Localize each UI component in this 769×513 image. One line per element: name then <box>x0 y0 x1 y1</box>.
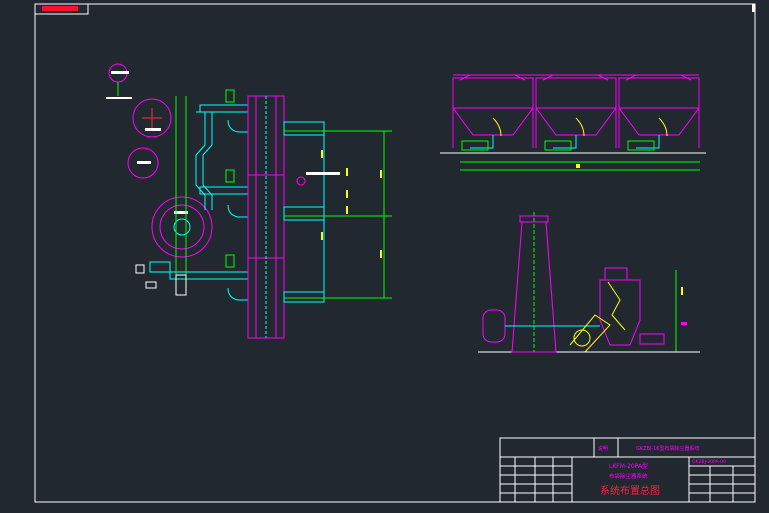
front-motor-2 <box>544 140 572 151</box>
plan-note-label <box>306 172 340 175</box>
top-tab <box>34 3 89 15</box>
tb-top-code: GKZBJ-16型布袋除尘器系统 <box>636 445 699 452</box>
plan-fan-hub <box>173 218 191 236</box>
plan-dim-text-5 <box>346 206 348 214</box>
plan-valve-1 <box>225 89 235 103</box>
front-elbow-1 <box>492 117 502 137</box>
front-pipe-1 <box>470 135 494 149</box>
title-block-frame <box>499 437 756 503</box>
plan-outlet-3 <box>283 291 325 303</box>
tb-drawing-title: 系统布置总图 <box>600 484 660 497</box>
plan-fan-inner <box>159 204 205 250</box>
plan-duct-s2 <box>202 111 213 210</box>
side-dim-text-2 <box>681 322 687 325</box>
plan-duct-h1 <box>199 104 249 113</box>
side-stack-cap <box>519 215 549 223</box>
front-elbow-3 <box>658 117 668 137</box>
plan-dim-text-4 <box>346 190 348 198</box>
side-dim-text-1 <box>681 287 683 295</box>
plan-outlet-2 <box>283 206 325 221</box>
front-elbow-2 <box>575 117 585 137</box>
side-tank <box>482 309 506 343</box>
front-pipe-2 <box>553 135 577 149</box>
tb-small-label: 说明 <box>598 445 608 452</box>
front-motor-3 <box>627 140 655 151</box>
plan-elbow-1 <box>227 119 248 133</box>
plan-view <box>106 63 392 339</box>
plan-fan-label <box>174 211 188 214</box>
plan-tank-1 <box>132 98 172 138</box>
plan-outlet-1 <box>283 121 325 136</box>
plan-marker <box>296 176 306 186</box>
plan-tank-2-label <box>137 161 151 164</box>
plan-pump-label <box>135 264 145 274</box>
plan-tank-2 <box>127 147 159 179</box>
plan-fan-outer <box>151 196 213 258</box>
side-elevation <box>478 212 700 353</box>
tb-company-label-2: 布袋除尘器系统 <box>609 472 648 480</box>
side-filter-body <box>599 279 641 346</box>
plan-dim-text-3 <box>346 168 348 176</box>
plan-duct-s <box>195 111 206 210</box>
top-right-tick <box>752 4 755 12</box>
plan-duct-h2 <box>199 186 249 195</box>
top-tab-red-mark <box>42 6 78 11</box>
side-motor <box>639 333 665 345</box>
tb-company-label: LKFM-20PA型 <box>609 462 648 470</box>
plan-filter-bank <box>247 95 285 339</box>
title-block: 说明 GKZBJ-16型布袋除尘器系统 GKZBJ-20PA-00 LKFM-2… <box>499 437 756 503</box>
plan-dim-text-6 <box>380 170 382 178</box>
plan-dim-text-1 <box>321 150 323 158</box>
plan-pump-base <box>175 274 187 296</box>
plan-valve-3 <box>225 254 235 268</box>
plan-dim-text-2 <box>321 232 323 240</box>
side-fan <box>573 329 591 347</box>
plan-elbow-2 <box>227 204 248 218</box>
side-yellow-duct <box>607 281 626 331</box>
outer-frame <box>34 3 756 503</box>
plan-pump <box>149 261 171 273</box>
plan-valve-2 <box>225 169 235 183</box>
plan-elbow-3 <box>227 287 248 301</box>
plan-label-bar <box>106 97 132 99</box>
front-pipe-3 <box>636 135 660 149</box>
front-elevation <box>440 74 706 171</box>
front-dim-text <box>576 164 580 168</box>
plan-pump-label2 <box>145 281 157 289</box>
front-motor-1 <box>461 140 489 151</box>
plan-dim-text-7 <box>380 250 382 258</box>
plan-small-tank-label <box>111 71 129 74</box>
side-top-box <box>604 267 628 281</box>
tb-right-code: GKZBJ-20PA-00 <box>692 459 726 465</box>
plan-tank-1-label <box>145 128 161 131</box>
